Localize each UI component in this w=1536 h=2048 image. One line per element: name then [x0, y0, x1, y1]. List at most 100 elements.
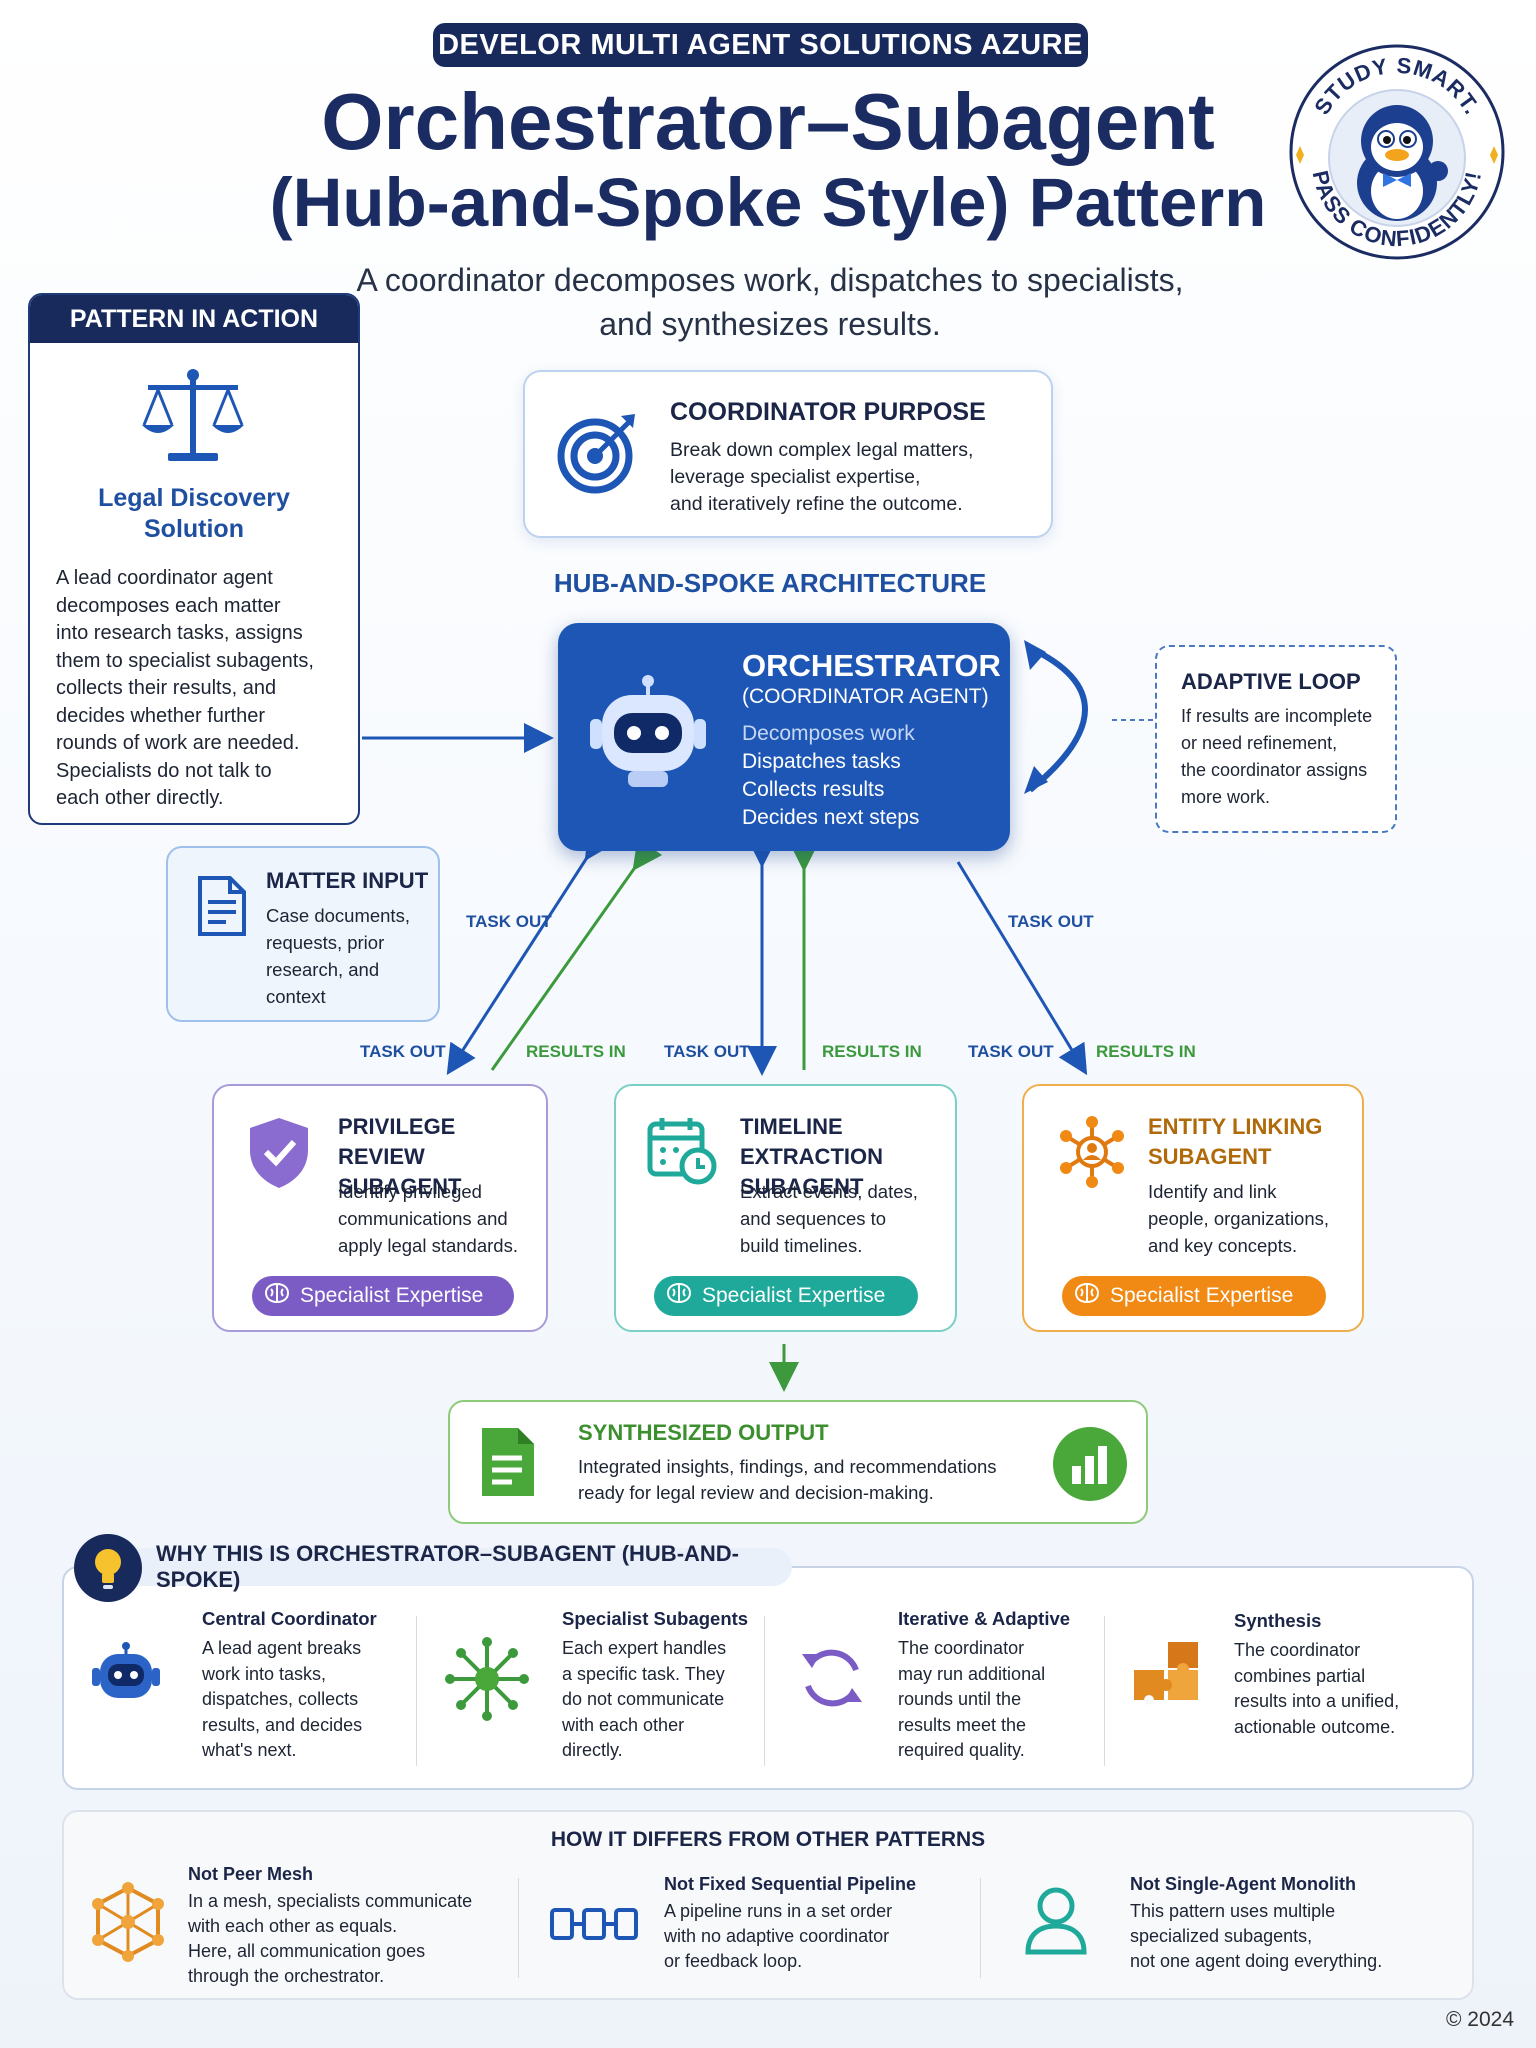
subagent-line: Identify privileged [338, 1181, 482, 1202]
why-line: may run additional [898, 1663, 1046, 1684]
why-column-title: Iterative & Adaptive [898, 1608, 1071, 1629]
pattern-in-action-body: A lead coordinator agent decomposes each… [56, 565, 340, 813]
subagent-line: build timelines. [740, 1235, 863, 1256]
why-column-body: The coordinator may run additional round… [898, 1636, 1070, 1764]
differs-column-body: This pattern uses multiple specialized s… [1130, 1899, 1382, 1974]
differs-line: A pipeline runs in a set order [664, 1901, 893, 1921]
penguin-mascot-icon [1357, 105, 1448, 221]
differs-line: with no adaptive coordinator [664, 1926, 890, 1946]
divider [980, 1878, 981, 1978]
brain-icon [1074, 1282, 1100, 1310]
document-icon [194, 874, 250, 943]
puzzle-icon [1130, 1642, 1206, 1719]
page-title-line1: Orchestrator–Subagent [321, 77, 1215, 166]
differs-section: HOW IT DIFFERS FROM OTHER PATTERNS Not P… [62, 1810, 1474, 2000]
results-in-label: RESULTS IN [1096, 1042, 1196, 1061]
orchestrator-duty: Dispatches tasks [742, 750, 901, 773]
differs-column: Not Single-Agent Monolith This pattern u… [1130, 1874, 1382, 1974]
why-line: Each expert handles [562, 1638, 727, 1658]
coordinator-purpose-body: Break down complex legal matters, levera… [670, 437, 973, 518]
why-line: do not communicate [562, 1689, 725, 1709]
subagent-line: people, organizations, [1148, 1208, 1330, 1229]
person-icon [1022, 1884, 1090, 1961]
subagent-line: Identify and link [1148, 1181, 1277, 1202]
synthesized-output-card: SYNTHESIZED OUTPUT Integrated insights, … [448, 1400, 1148, 1524]
adaptive-loop-card: ADAPTIVE LOOP If results are incomplete … [1155, 645, 1397, 833]
hub-network-icon [442, 1634, 532, 1729]
brain-icon [264, 1282, 290, 1310]
pipeline-icon [550, 1906, 638, 1947]
adaptive-loop-title: ADAPTIVE LOOP [1181, 669, 1361, 694]
page-subtitle: A coordinator decomposes work, dispatche… [330, 258, 1210, 346]
pia-subtitle-line2: Solution [144, 515, 244, 543]
pia-body-line: them to specialist subagents, [56, 649, 314, 672]
subagent-title: ENTITY LINKING SUBAGENT [1148, 1112, 1322, 1172]
matter-input-card: MATTER INPUT Case documents, requests, p… [166, 846, 440, 1022]
pia-body-line: A lead coordinator agent [56, 567, 273, 589]
adaptive-loop-arrow [1028, 645, 1088, 793]
target-icon [555, 410, 641, 501]
why-line: directly. [562, 1740, 623, 1760]
results-in-label: RESULTS IN [822, 1042, 922, 1061]
pill-label: Specialist Expertise [702, 1284, 886, 1307]
al-line: more work. [1181, 787, 1271, 807]
coordinator-purpose-title: COORDINATOR PURPOSE [670, 398, 986, 426]
pattern-in-action-panel: PATTERN IN ACTION Legal Discovery Soluti… [28, 293, 360, 825]
synthesized-output-title: SYNTHESIZED OUTPUT [578, 1420, 829, 1445]
subagent-line: and key concepts. [1148, 1235, 1298, 1256]
why-column: Central Coordinator A lead agent breaks … [202, 1608, 377, 1764]
header-banner: DEVELOR MULTI AGENT SOLUTIONS AZURE [433, 23, 1088, 67]
orchestrator-title: ORCHESTRATOR [742, 648, 1001, 683]
why-column: Synthesis The coordinator combines parti… [1234, 1610, 1399, 1740]
robot-icon [588, 675, 708, 796]
architecture-label: HUB-AND-SPOKE ARCHITECTURE [553, 568, 987, 598]
pia-body-line: collects their results, and [56, 677, 277, 699]
orchestrator-subtitle: (COORDINATOR AGENT) [742, 685, 989, 708]
refresh-cycle-icon [794, 1640, 870, 1721]
why-line: dispatches, collects [202, 1689, 359, 1709]
al-line: or need refinement, [1181, 733, 1338, 753]
subagent-title-line: TIMELINE EXTRACTION [740, 1114, 883, 1169]
why-line: A lead agent breaks [202, 1638, 362, 1658]
mesh-network-icon [92, 1882, 164, 1967]
pattern-in-action-subtitle: Legal Discovery Solution [30, 483, 358, 545]
orchestrator-duties: Decomposes work Dispatches tasks Collect… [742, 720, 919, 832]
brain-icon [666, 1282, 692, 1310]
subtitle-line1: A coordinator decomposes work, dispatche… [356, 262, 1184, 298]
why-column-title: Synthesis [1234, 1610, 1322, 1631]
why-section: Central Coordinator A lead agent breaks … [62, 1566, 1474, 1790]
why-column: Iterative & Adaptive The coordinator may… [898, 1608, 1070, 1764]
differs-line: with each other as equals. [188, 1916, 398, 1936]
pia-body-line: rounds of work are needed. [56, 732, 300, 754]
matter-input-title: MATTER INPUT [266, 868, 429, 893]
subagent-line: communications and [338, 1208, 508, 1229]
page-title-line2: (Hub-and-Spoke Style) Pattern [269, 164, 1267, 241]
subagent-body: Extract events, dates, and sequences to … [740, 1178, 918, 1259]
differs-heading: HOW IT DIFFERS FROM OTHER PATTERNS [550, 1828, 986, 1851]
why-line: actionable outcome. [1234, 1716, 1396, 1737]
differs-column: Not Fixed Sequential Pipeline A pipeline… [664, 1874, 916, 1974]
cp-line: Break down complex legal matters, [670, 439, 974, 461]
subagent-line: Extract events, dates, [740, 1181, 918, 1202]
pia-body-line: into research tasks, assigns [56, 622, 303, 644]
differs-line: This pattern uses multiple [1130, 1901, 1336, 1921]
al-line: If results are incomplete [1181, 706, 1373, 726]
task-out-label: TASK OUT [1008, 912, 1094, 931]
pattern-in-action-heading: PATTERN IN ACTION [30, 295, 358, 343]
divider [1104, 1616, 1105, 1766]
why-line: The coordinator [1234, 1640, 1361, 1660]
task-out-label: TASK OUT [360, 1042, 446, 1061]
privilege-task-arrow [446, 827, 614, 1076]
al-line: the coordinator assigns [1181, 760, 1368, 780]
subagent-title: TIMELINE EXTRACTION SUBAGENT [740, 1112, 955, 1202]
subagent-line: apply legal standards. [338, 1235, 518, 1256]
results-in-label: RESULTS IN [526, 1042, 626, 1061]
why-column-body: Each expert handles a specific task. The… [562, 1636, 748, 1764]
differs-line: or feedback loop. [664, 1951, 803, 1971]
robot-icon [92, 1642, 160, 1713]
pill-label: Specialist Expertise [300, 1284, 484, 1307]
why-column-body: The coordinator combines partial results… [1234, 1638, 1399, 1740]
so-line: ready for legal review and decision-maki… [578, 1482, 934, 1503]
subagent-title: PRIVILEGE REVIEW SUBAGENT [338, 1112, 546, 1202]
